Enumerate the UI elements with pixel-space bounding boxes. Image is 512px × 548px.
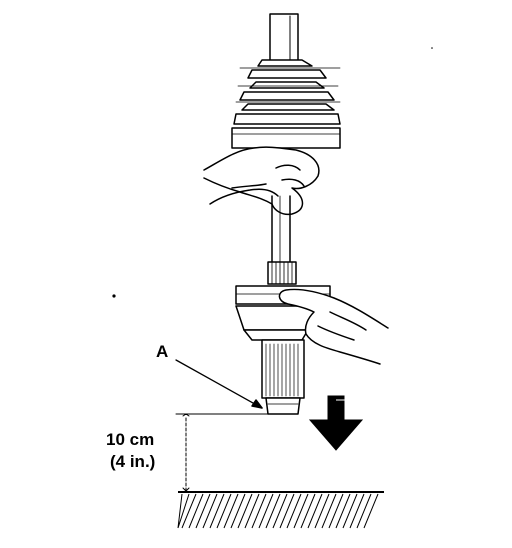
part-label-a: A [156, 342, 169, 361]
lower-hand [278, 288, 389, 365]
floor [177, 491, 384, 529]
upper-boot [233, 59, 341, 125]
outboard-stub [261, 339, 305, 415]
shaft [271, 195, 291, 263]
shaft-top [269, 13, 299, 63]
distance-label-imperial: (4 in.) [110, 452, 156, 471]
down-arrow-icon [308, 395, 364, 451]
leader-arrowhead [251, 399, 263, 409]
upper-hand [203, 146, 320, 216]
speck-mark [431, 47, 433, 49]
dimension-tick-top [182, 413, 190, 417]
spline-collar [267, 261, 297, 285]
distance-label-metric: 10 cm [106, 430, 155, 449]
upper-housing [231, 127, 341, 149]
speck-mark [112, 294, 116, 298]
leader-line-a [175, 359, 263, 409]
